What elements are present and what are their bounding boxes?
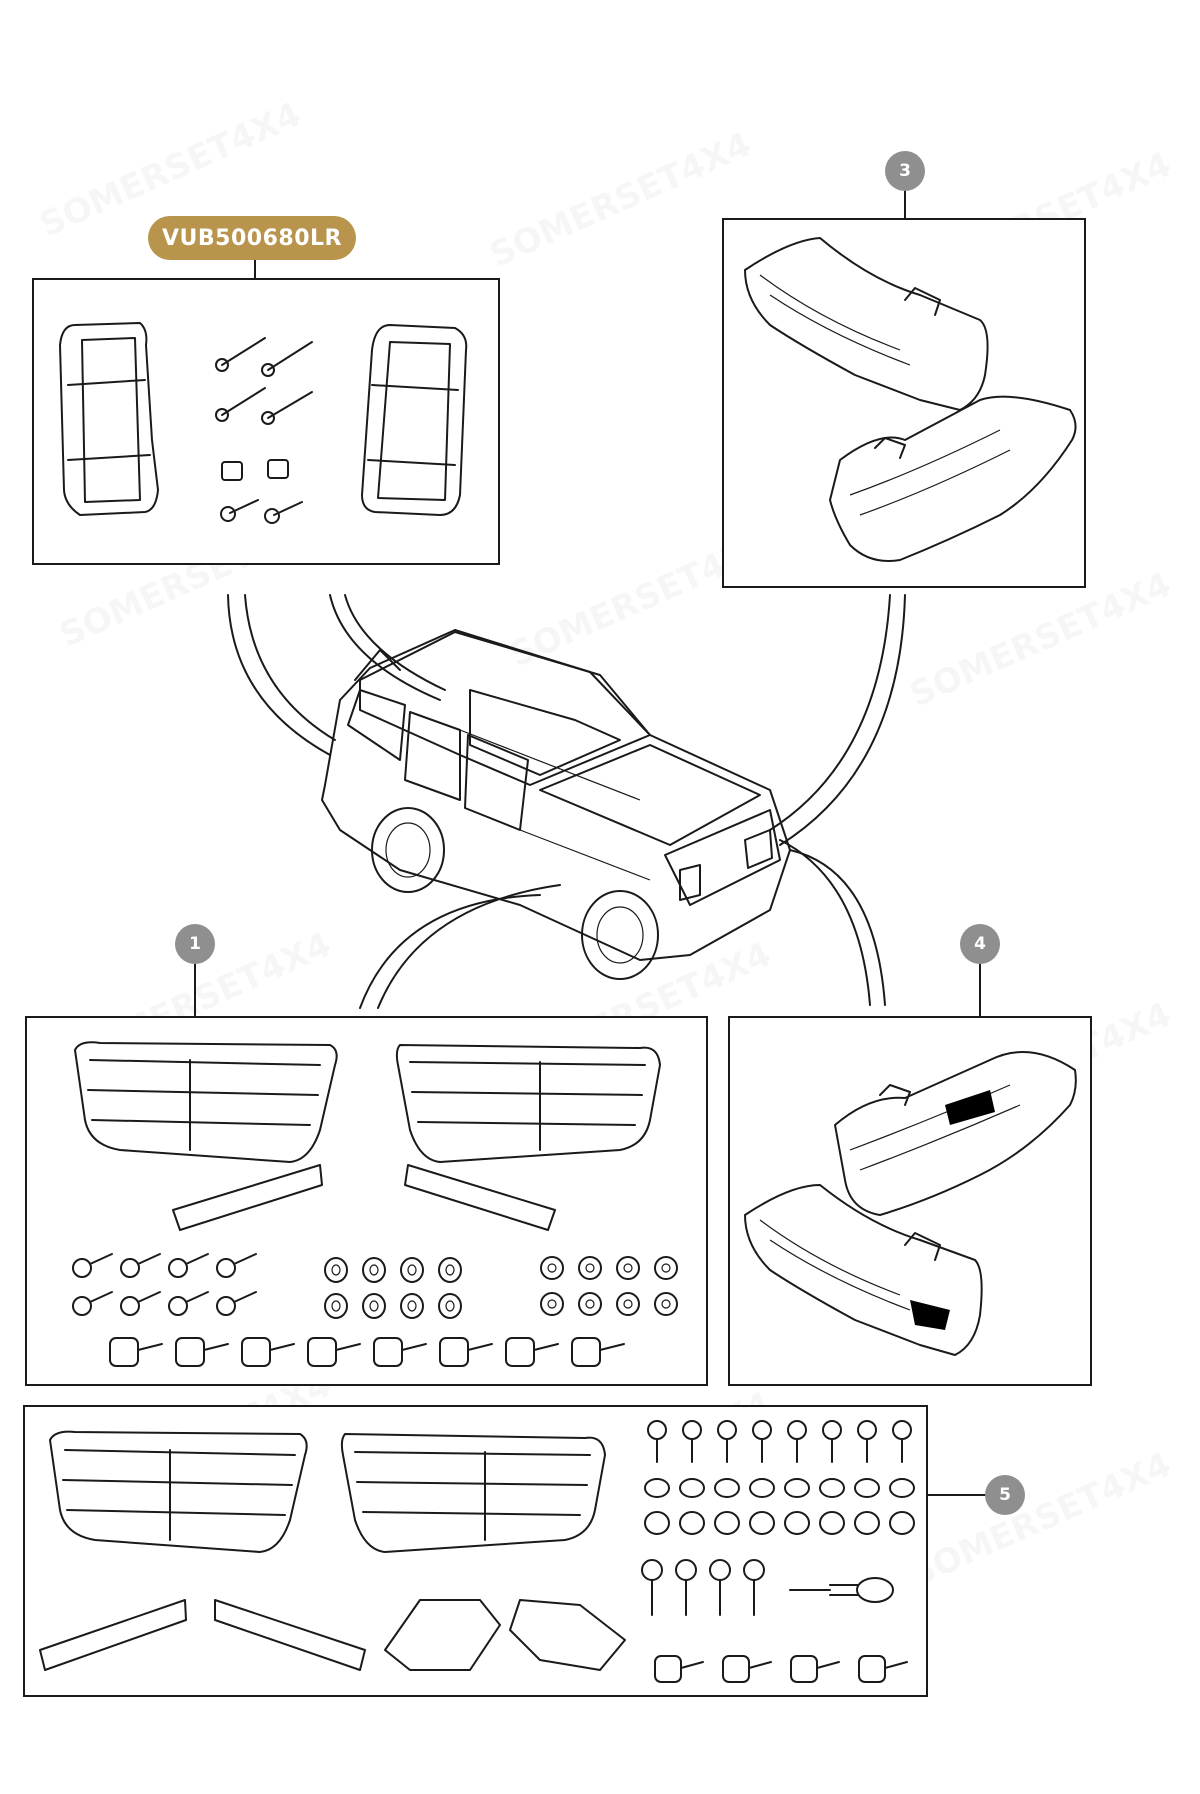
panel-item-3	[722, 218, 1086, 588]
vehicle-outline	[321, 629, 791, 980]
rear-lamp-screws	[215, 337, 313, 524]
callout-3[interactable]: 3	[885, 151, 925, 191]
part-number-badge[interactable]: VUB500680LR	[148, 216, 356, 260]
rear-lamp-guards	[59, 322, 468, 516]
callout-5[interactable]: 5	[985, 1475, 1025, 1515]
item-5-parts	[39, 1430, 894, 1671]
item-1-fixings	[72, 1253, 678, 1367]
item-3-parts	[744, 237, 1077, 562]
leader-curves	[227, 594, 906, 1009]
panel-item-4	[728, 1016, 1092, 1386]
callout-1[interactable]: 1	[175, 924, 215, 964]
item-4-parts	[744, 1051, 1077, 1356]
callout-4[interactable]: 4	[960, 924, 1000, 964]
panel-item-1	[25, 1016, 708, 1386]
item-5-fixings	[641, 1420, 915, 1683]
item-1-parts	[74, 1041, 661, 1231]
